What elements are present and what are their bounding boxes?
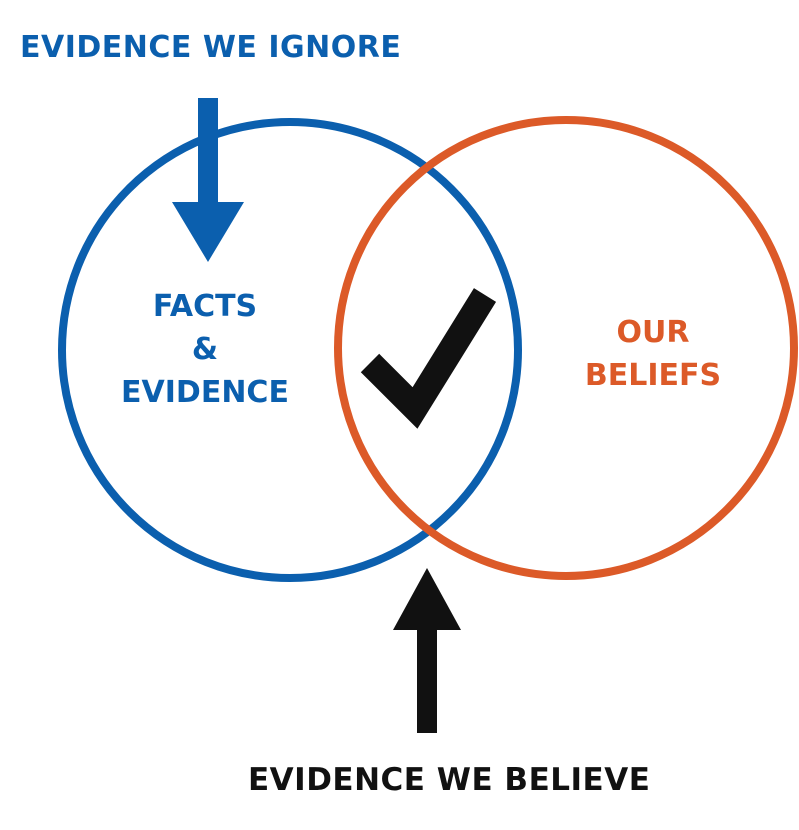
facts-evidence-line-1: FACTS xyxy=(152,289,258,324)
facts-evidence-line-2: & xyxy=(191,332,219,367)
arrow-down-icon xyxy=(172,98,244,262)
evidence-we-ignore-label: EVIDENCE WE IGNORE xyxy=(20,30,402,65)
checkmark-icon xyxy=(360,288,497,429)
our-beliefs-line-2: BELIEFS xyxy=(584,358,722,393)
facts-evidence-line-3: EVIDENCE xyxy=(121,375,289,410)
evidence-we-believe-label: EVIDENCE WE BELIEVE xyxy=(248,762,651,798)
arrow-up-icon xyxy=(393,568,461,733)
facts-evidence-circle xyxy=(58,118,522,582)
facts-evidence-label: FACTS & EVIDENCE xyxy=(100,285,310,414)
our-beliefs-line-1: OUR xyxy=(616,315,690,350)
our-beliefs-circle xyxy=(334,116,798,580)
our-beliefs-label: OUR BELIEFS xyxy=(563,311,743,397)
